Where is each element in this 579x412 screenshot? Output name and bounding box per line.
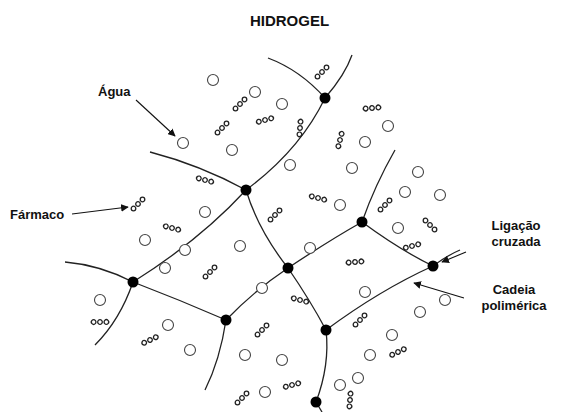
leader-arrows	[72, 100, 466, 298]
callout-label: Ligação cruzada	[466, 218, 566, 249]
water-molecules	[95, 75, 451, 398]
callout-label: Cadeia polimérica	[464, 282, 564, 313]
label-slot: Fármaco	[8, 205, 66, 223]
diagram-title: HIDROGEL	[248, 12, 331, 29]
title-slot: HIDROGEL	[0, 12, 579, 30]
drug-molecules	[90, 65, 436, 409]
crosslink-dots	[128, 93, 439, 408]
callout-label: Fármaco	[8, 207, 66, 223]
label-slot: Água	[96, 82, 133, 100]
polymer-chains	[65, 55, 460, 412]
callout-label: Água	[96, 84, 133, 100]
label-slot: Ligação cruzada	[466, 218, 566, 250]
label-slot: Cadeia polimérica	[464, 282, 564, 314]
